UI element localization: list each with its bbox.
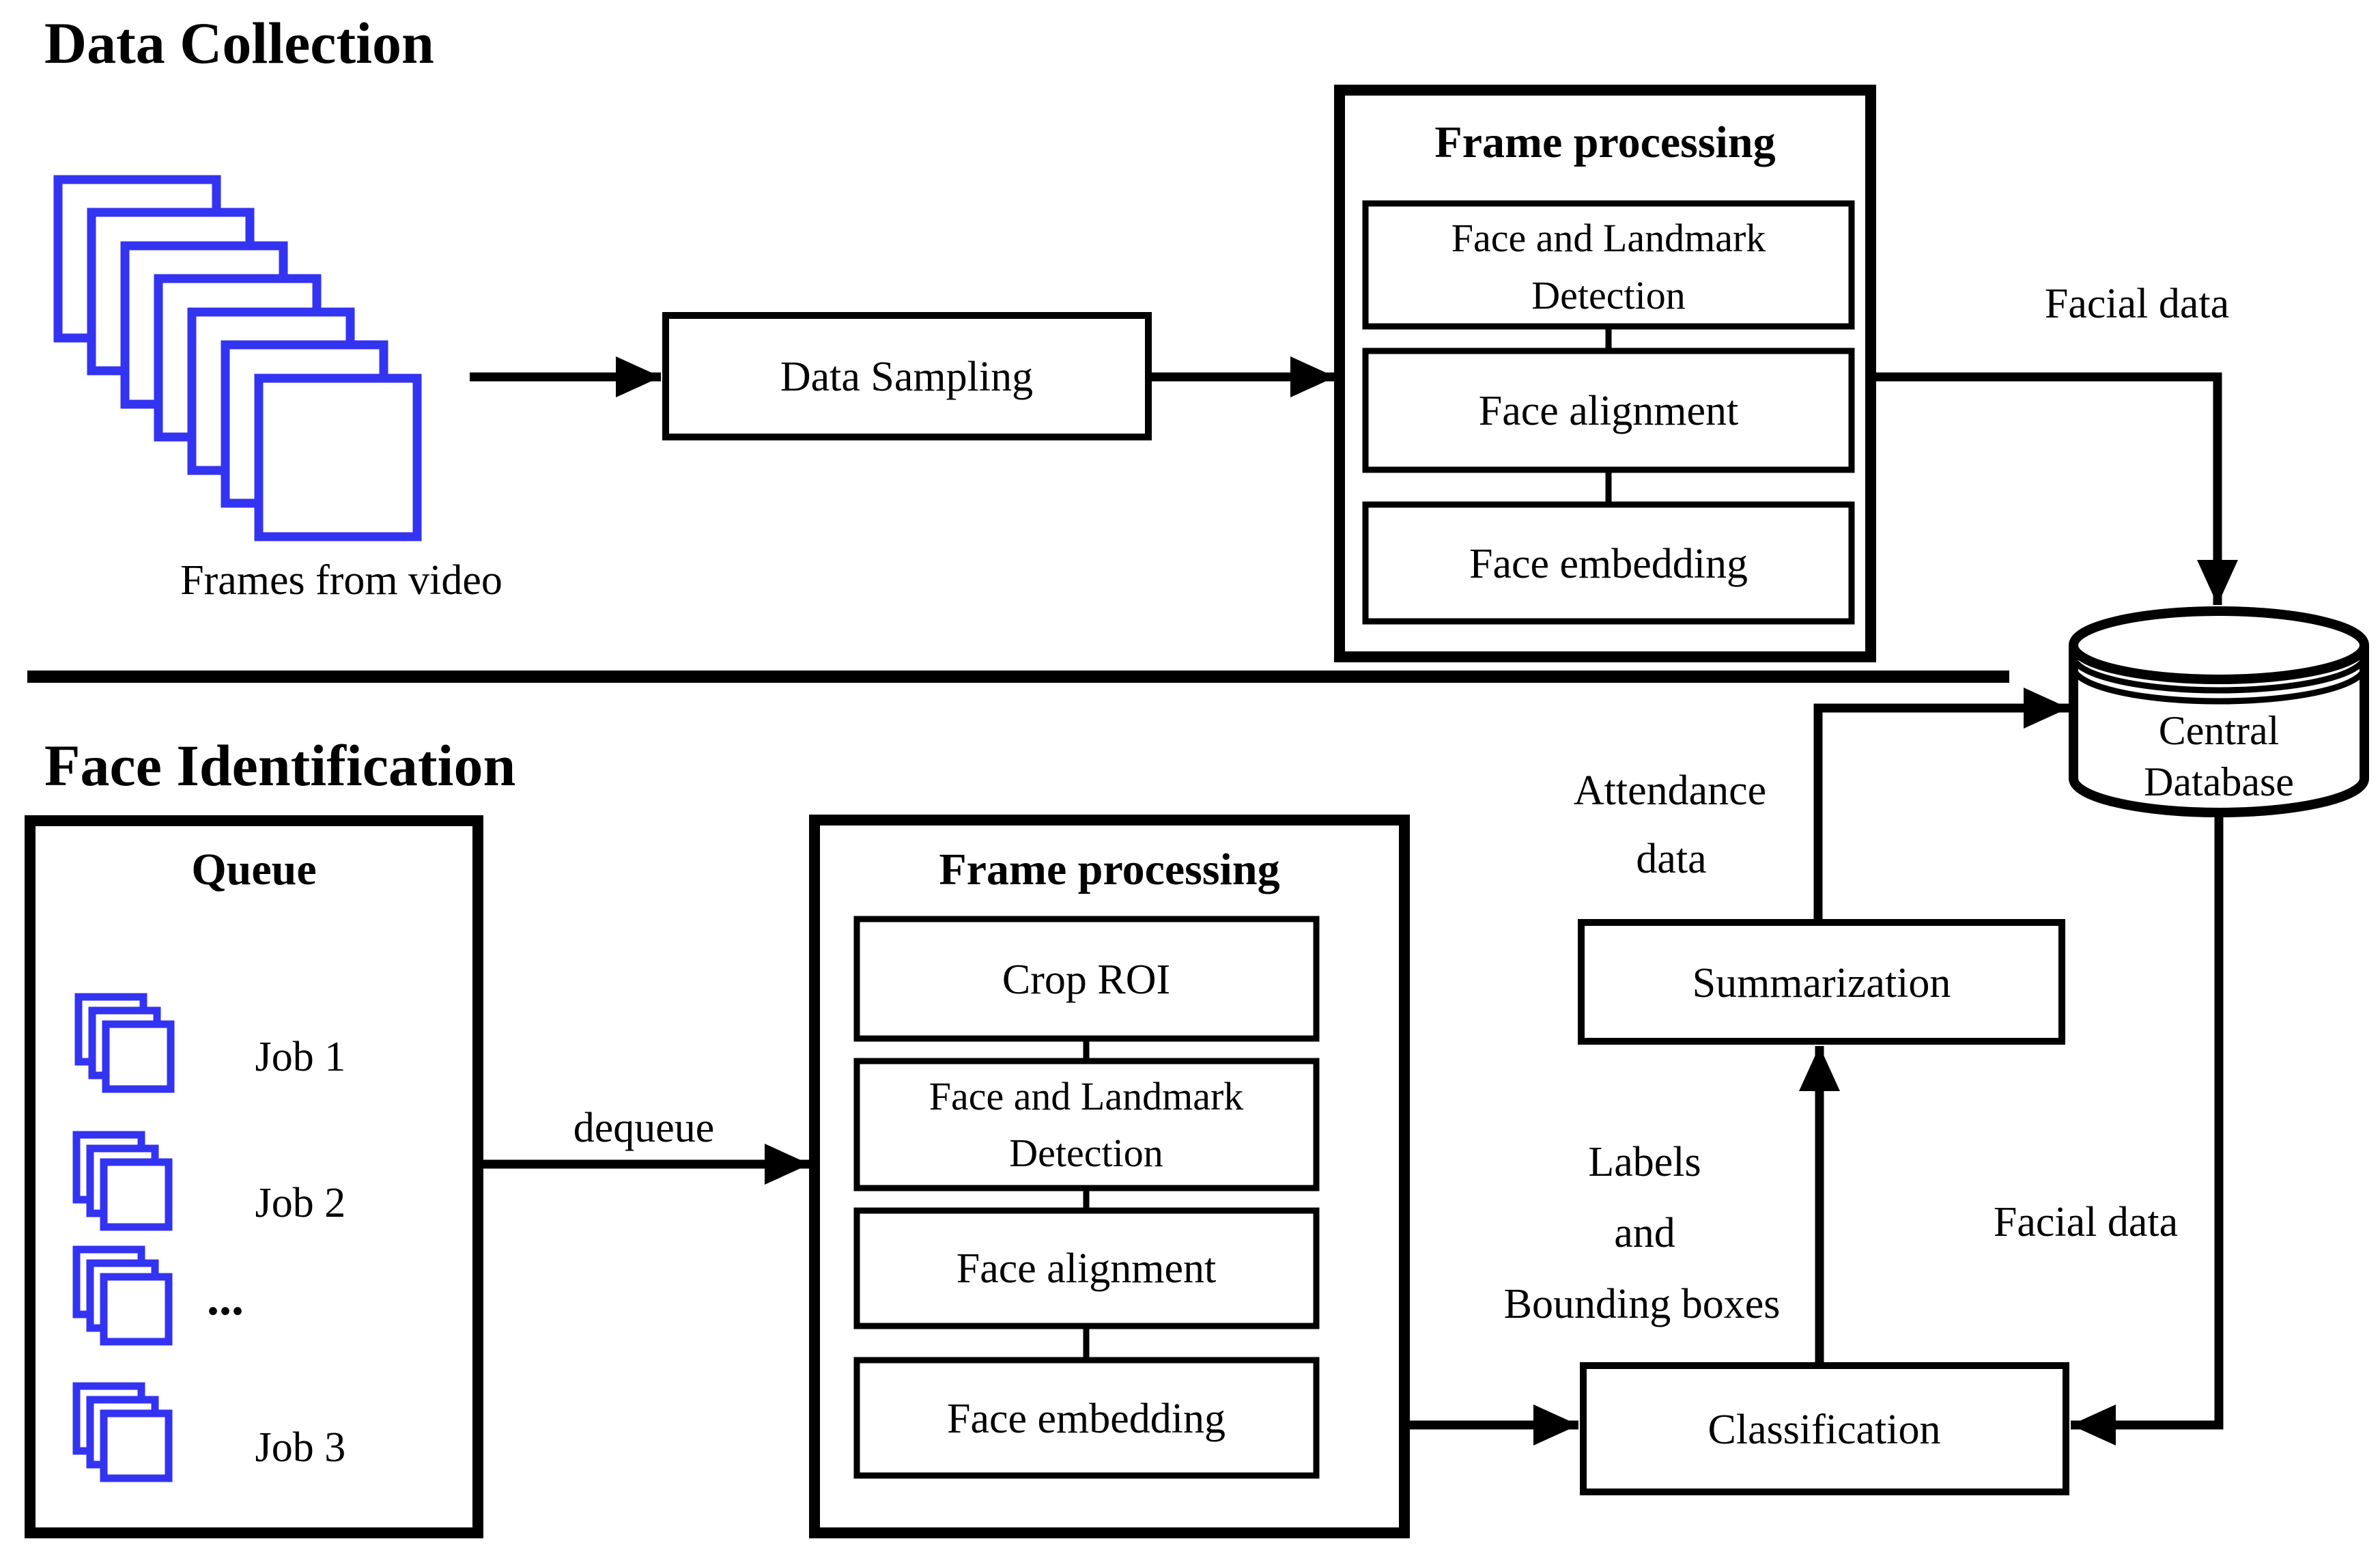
central-database: Central Database — [2069, 606, 2369, 817]
labels-annotation-line3: Bounding boxes — [1504, 1281, 1781, 1327]
section-title-face-identification: Face Identification — [44, 733, 515, 798]
crop-roi-box — [853, 916, 1320, 1042]
face-landmark-detection-line1: Face and Landmark — [1451, 216, 1766, 260]
central-database-line2: Database — [2144, 759, 2294, 804]
job-stack-icon — [72, 1131, 173, 1231]
attendance-annotation-line1: Attendance — [1574, 767, 1766, 814]
dequeue-label: dequeue — [573, 1105, 715, 1151]
job2-label: Job 2 — [255, 1180, 346, 1226]
job-frame-icon — [100, 1158, 173, 1231]
face-alignment-box-2 — [853, 1207, 1320, 1329]
job-frame-icon — [102, 1020, 175, 1093]
face-embedding-label: Face embedding — [1469, 541, 1748, 587]
arrow-summarization-to-database — [1813, 688, 2069, 922]
summarization-box — [1578, 919, 2065, 1045]
database-cylinder-top — [2069, 606, 2369, 684]
face-embedding-box — [1362, 501, 1855, 625]
frame-icon — [254, 373, 422, 541]
job-stack-icon — [72, 1245, 173, 1346]
face-landmark-detection-box — [1362, 200, 1855, 330]
face-alignment-label: Face alignment — [1479, 388, 1738, 434]
section-title-data-collection: Data Collection — [44, 10, 434, 76]
queue: Queue Job 1 Job 2 ... Job 3 — [25, 815, 483, 1538]
job-frame-icon — [100, 1409, 173, 1482]
frame-processing-bottom: Frame processing Crop ROI Face and Landm… — [809, 815, 1410, 1538]
face-landmark-detection2-line2: Detection — [1009, 1131, 1163, 1175]
classification-box — [1580, 1362, 2069, 1495]
frame-processing-top: Frame processing Face and Landmark Detec… — [1334, 85, 1876, 662]
job-frame-icon — [100, 1273, 173, 1346]
video-frames-stack — [53, 175, 422, 541]
labels-annotation-line1: Labels — [1588, 1139, 1701, 1185]
queue-title: Queue — [191, 845, 316, 894]
classification-label: Classification — [1708, 1407, 1941, 1453]
face-embedding-box-2 — [853, 1357, 1320, 1479]
arrow-facialdata-to-database — [1871, 372, 2238, 605]
job-stack-icon — [72, 1382, 173, 1482]
face-alignment-box — [1362, 348, 1855, 473]
database-disk-line — [2070, 655, 2368, 694]
attendance-annotation-line2: data — [1636, 836, 1706, 882]
face-alignment2-label: Face alignment — [957, 1245, 1216, 1292]
summarization-label: Summarization — [1692, 960, 1951, 1006]
crop-roi-label: Crop ROI — [1002, 957, 1170, 1003]
frames-caption: Frames from video — [180, 557, 502, 604]
arrow-database-to-classification — [2071, 813, 2224, 1445]
queue-ellipsis: ... — [207, 1271, 244, 1325]
job-stack-icon — [74, 993, 175, 1093]
database-disk-line — [2070, 666, 2368, 705]
frame-processing-top-title: Frame processing — [1434, 117, 1775, 167]
face-landmark-detection-box-2 — [853, 1058, 1320, 1191]
job3-label: Job 3 — [255, 1424, 346, 1471]
job1-label: Job 1 — [255, 1034, 346, 1080]
face-embedding2-label: Face embedding — [947, 1396, 1226, 1442]
facial-data-top-label: Facial data — [2045, 281, 2229, 327]
facial-data-bottom-label: Facial data — [1994, 1199, 2178, 1245]
face-landmark-detection-line2: Detection — [1531, 273, 1685, 318]
labels-annotation-line2: and — [1614, 1210, 1675, 1256]
data-sampling-label: Data Sampling — [780, 354, 1033, 400]
face-landmark-detection2-line1: Face and Landmark — [929, 1074, 1244, 1118]
central-database-line1: Central — [2159, 708, 2280, 753]
frame-processing-bottom-title: Frame processing — [939, 845, 1279, 894]
data-sampling-box — [662, 312, 1152, 440]
